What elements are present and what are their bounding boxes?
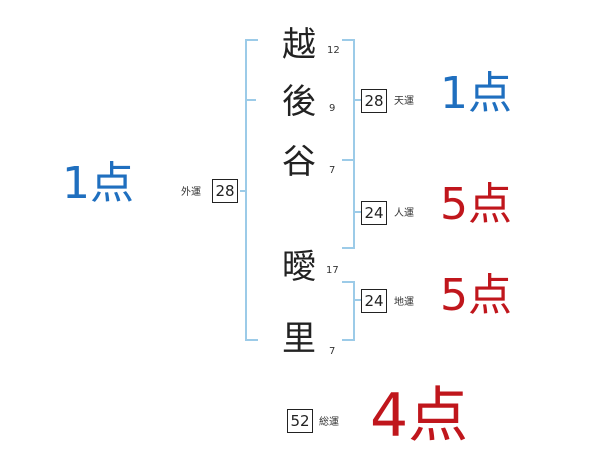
name-char-3: 谷 bbox=[282, 142, 316, 182]
gaiun-label: 外運 bbox=[181, 187, 201, 198]
chiun-label: 地運 bbox=[394, 297, 414, 308]
chiun-value: 24 bbox=[361, 289, 387, 313]
tenun-label: 天運 bbox=[394, 96, 414, 107]
stroke-count-3: 7 bbox=[329, 165, 336, 176]
jinun-value: 24 bbox=[361, 201, 387, 225]
chiun-score: 5点 bbox=[440, 270, 512, 321]
gaiun-score: 1点 bbox=[62, 158, 134, 209]
tenun-score: 1点 bbox=[440, 68, 512, 119]
stroke-count-5: 7 bbox=[329, 346, 336, 357]
name-char-2: 後 bbox=[282, 82, 316, 122]
souun-label: 総運 bbox=[319, 417, 339, 428]
stroke-count-2: 9 bbox=[329, 103, 336, 114]
jinun-label: 人運 bbox=[394, 208, 414, 219]
name-char-1: 越 bbox=[282, 25, 316, 65]
souun-value: 52 bbox=[287, 409, 313, 433]
tenun-value: 28 bbox=[361, 89, 387, 113]
gaiun-value: 28 bbox=[212, 179, 238, 203]
name-char-5: 里 bbox=[282, 319, 316, 359]
name-char-4: 曖 bbox=[282, 247, 316, 287]
stroke-count-1: 12 bbox=[327, 45, 340, 56]
stroke-count-4: 17 bbox=[326, 265, 339, 276]
jinun-score: 5点 bbox=[440, 179, 512, 230]
souun-score: 4点 bbox=[370, 381, 469, 451]
